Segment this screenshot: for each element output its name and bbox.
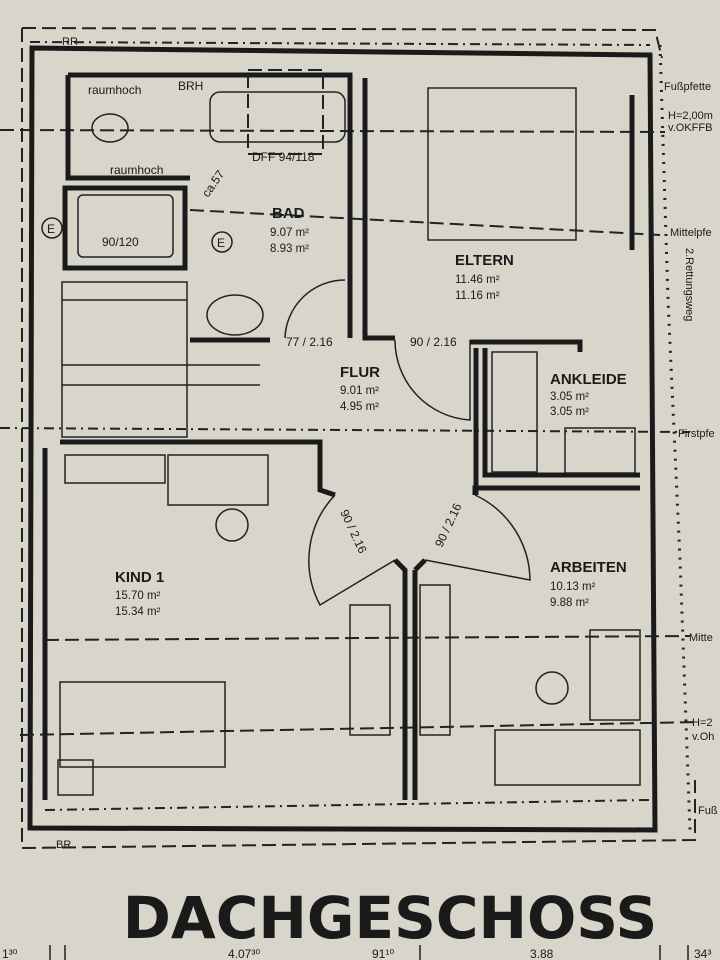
room-name-eltern: ELTERN xyxy=(455,252,514,269)
label-mittelpfette-2: Mitte xyxy=(689,632,713,644)
mittelpfette-line-bottom xyxy=(44,635,691,641)
nightstand xyxy=(57,759,94,796)
dimension-ticks xyxy=(49,945,689,960)
room-area-eltern-2: 11.16 m² xyxy=(455,290,500,302)
eltern-walls xyxy=(362,78,635,352)
label-okffb: v.OKFFB xyxy=(668,122,712,134)
room-area-eltern-1: 11.46 m² xyxy=(455,274,500,286)
door-swing-arbeiten xyxy=(424,494,531,581)
room-area-kind1-1: 15.70 m² xyxy=(115,590,161,602)
roof-edge-dotted xyxy=(658,44,692,831)
room-name-bad: BAD xyxy=(272,205,305,222)
room-area-ankleide-2: 3.05 m² xyxy=(550,406,589,418)
door-label-kind1: 90 / 2.16 xyxy=(337,507,370,556)
bath-walls xyxy=(62,72,353,338)
outer-wall xyxy=(27,45,658,833)
desk-kind xyxy=(167,454,269,506)
door-swing-eltern xyxy=(394,339,471,421)
room-name-kind1: KIND 1 xyxy=(115,569,164,586)
roof-outline xyxy=(21,27,696,850)
label-height: H=2,00m xyxy=(668,110,713,122)
chair-kind xyxy=(215,508,249,542)
washbasin xyxy=(206,294,264,336)
label-fusspfette-2: Fuß xyxy=(698,805,718,817)
label-e1: E xyxy=(47,222,55,236)
plan-title: DACHGESCHOSS xyxy=(123,884,658,952)
eave-line-bottom xyxy=(44,799,651,811)
room-name-arbeiten: ARBEITEN xyxy=(550,559,627,576)
shower xyxy=(77,194,174,258)
label-e2: E xyxy=(217,236,225,250)
room-area-bad-2: 8.93 m² xyxy=(270,243,309,255)
middle-walls xyxy=(393,485,640,800)
height-line-top xyxy=(0,129,666,133)
room-name-flur: FLUR xyxy=(340,364,380,381)
dimension-4: 3.88 xyxy=(530,947,554,960)
label-okffb-2: v.Oh xyxy=(692,731,714,743)
toilet xyxy=(91,113,129,143)
ankleide-walls xyxy=(473,348,640,495)
room-name-ankleide: ANKLEIDE xyxy=(550,371,627,388)
shelf-arbeiten xyxy=(589,629,641,721)
room-area-flur-2: 4.95 m² xyxy=(340,401,379,413)
stair-steps xyxy=(62,299,260,386)
wardrobe xyxy=(491,351,538,473)
label-firstpfette: Firstpfe xyxy=(678,428,715,440)
label-fusspfette: Fußpfette xyxy=(664,81,711,93)
firstpfette-line xyxy=(0,427,691,433)
bathtub xyxy=(209,91,346,143)
wardrobe-arbeiten xyxy=(419,584,451,736)
staircase xyxy=(61,281,188,438)
label-raumhoch-2: raumhoch xyxy=(110,163,163,177)
room-area-bad-1: 9.07 m² xyxy=(270,227,309,239)
label-brh: BRH xyxy=(178,79,203,93)
room-area-kind1-2: 15.34 m² xyxy=(115,606,161,618)
exit-marker-icon xyxy=(211,231,233,253)
dimension-1: 1³⁰ xyxy=(2,947,18,960)
dimension-5: 34³ xyxy=(694,947,711,960)
door-label-arbeiten: 90 / 2.16 xyxy=(432,501,465,550)
dimension-3: 91¹⁰ xyxy=(372,947,394,960)
wardrobe-kind xyxy=(349,604,391,736)
room-area-arbeiten-2: 9.88 m² xyxy=(550,597,589,609)
desk-arbeiten xyxy=(494,729,641,786)
room-area-ankleide-1: 3.05 m² xyxy=(550,391,589,403)
height-line-bottom xyxy=(19,721,701,736)
exit-marker-icon xyxy=(41,217,63,239)
label-br: BR xyxy=(56,839,71,851)
shelf xyxy=(64,454,166,484)
room-area-arbeiten-1: 10.13 m² xyxy=(550,581,596,593)
label-height-2: H=2 xyxy=(692,717,713,729)
label-ca57: ca.57 xyxy=(199,167,227,199)
mittelpfette-line xyxy=(189,209,661,236)
label-dff: DFF 94/118 xyxy=(252,150,315,164)
label-shower-size: 90/120 xyxy=(102,235,139,249)
wardrobe-2 xyxy=(564,427,636,474)
label-rr: RR xyxy=(62,36,78,48)
door-label-bad: 77 / 2.16 xyxy=(286,335,333,349)
label-raumhoch: raumhoch xyxy=(88,83,141,97)
label-rettungsweg: 2.Rettungsweg xyxy=(683,248,695,321)
door-label-eltern: 90 / 2.16 xyxy=(410,335,457,349)
kind-walls xyxy=(42,439,336,800)
label-mittelpfette: Mittelpfe xyxy=(670,227,712,239)
room-area-flur-1: 9.01 m² xyxy=(340,385,379,397)
chair-arbeiten xyxy=(535,671,569,705)
bed-kind xyxy=(59,681,226,768)
bed xyxy=(427,87,577,241)
door-swing-bad xyxy=(284,279,346,339)
door-swing-kind xyxy=(308,494,396,607)
eave-line xyxy=(29,41,651,46)
dimension-2: 4.07³⁰ xyxy=(228,947,260,960)
